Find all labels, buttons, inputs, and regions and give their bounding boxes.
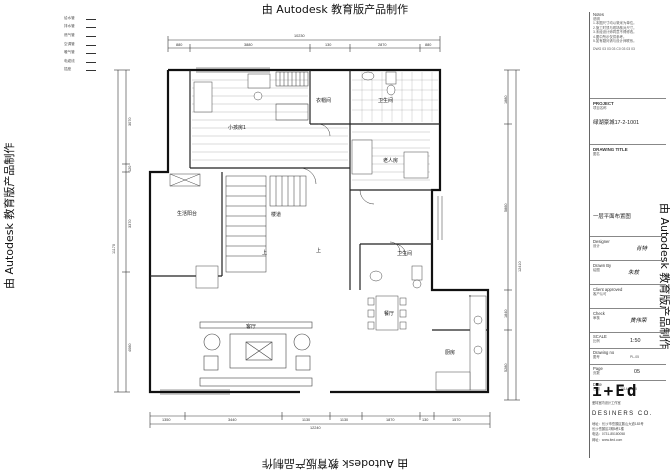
desk-icon bbox=[247, 73, 271, 89]
room-label-balcony: 生活阳台 bbox=[177, 211, 198, 217]
scale-section: SCALE 比例 bbox=[593, 334, 607, 343]
dim-bottom-seg: 1130 bbox=[340, 418, 349, 422]
project-name: 绿湖豪城17-2-1001 bbox=[593, 120, 640, 127]
legend-item: 电缆线 bbox=[64, 57, 114, 66]
room-label-cloakroom: 衣帽间 bbox=[316, 98, 332, 104]
room-label-dining: 餐厅 bbox=[384, 311, 395, 317]
title-block: Notes 说明 1.本图尺寸均以毫米为单位。 2.施工时须与现场核对尺寸。 3… bbox=[589, 12, 666, 458]
company-logo: i+Ed 爱特室内设计工作室 bbox=[592, 381, 639, 405]
pipe-legend: 给水管 排水管 燃气管 空调管 暖气管 电缆线 插座 bbox=[64, 14, 114, 74]
door-swing bbox=[393, 243, 407, 257]
dim-top-seg: 2870 bbox=[378, 43, 387, 47]
drawn-by-section: Drawn By 绘图 bbox=[593, 263, 612, 272]
dim-right-seg: 1880 bbox=[504, 95, 508, 104]
toilet-icon bbox=[385, 71, 397, 85]
dim-left-seg: 4060 bbox=[128, 343, 132, 352]
watermark-top: 由 Autodesk 教育版产品制作 bbox=[261, 3, 409, 16]
kitchen-counter bbox=[469, 295, 487, 391]
dim-bottom-seg: 1570 bbox=[452, 418, 461, 422]
exterior-wall bbox=[148, 70, 300, 394]
dim-bottom-seg: 3440 bbox=[228, 418, 237, 422]
armchair-icon bbox=[203, 333, 221, 351]
scale-value: 1:50 bbox=[630, 338, 641, 344]
dim-bottom-total: 12240 bbox=[310, 426, 321, 430]
drawing-no-section: Drawing no 图号 bbox=[593, 350, 615, 359]
company-name: DESINERS CO. bbox=[592, 411, 654, 417]
dim-top-seg: 880 bbox=[425, 43, 432, 47]
washing-machine-icon bbox=[195, 265, 219, 289]
room-label-elder-room: 老人房 bbox=[383, 158, 399, 164]
dim-top-seg: 880 bbox=[176, 43, 183, 47]
dim-right-total: 12410 bbox=[518, 261, 522, 272]
dim-left-seg: 3070 bbox=[128, 117, 132, 126]
tv-cabinet bbox=[199, 321, 313, 329]
legend-item: 空调管 bbox=[64, 40, 114, 49]
drawing-title: 一层平面布置图 bbox=[593, 214, 631, 221]
armchair-icon bbox=[293, 333, 311, 351]
date-value: 2014/04/15 bbox=[620, 387, 637, 391]
legend-item: 燃气管 bbox=[64, 31, 114, 40]
room-label-kitchen: 厨房 bbox=[445, 350, 456, 356]
room-label-bathroom-top: 卫生间 bbox=[378, 98, 394, 104]
dim-left-seg: 120 bbox=[128, 165, 132, 172]
dim-bottom-seg: 1130 bbox=[302, 418, 311, 422]
date-section: Date 日期 bbox=[593, 382, 602, 391]
sink-icon bbox=[361, 71, 375, 81]
designer-signature: 肖特 bbox=[636, 246, 648, 252]
check-signature: 黄伟荣 bbox=[630, 318, 647, 324]
stove-icon bbox=[473, 315, 483, 325]
legend-item: 插座 bbox=[64, 66, 114, 75]
stairs-up-label: 上 bbox=[262, 250, 268, 256]
wardrobe bbox=[403, 151, 429, 179]
bed-icon bbox=[351, 139, 373, 175]
wardrobe bbox=[275, 103, 309, 121]
room-label-kids-room: 小孩房1 bbox=[228, 125, 246, 131]
door-swing bbox=[299, 167, 317, 185]
stairs-up-label: 上 bbox=[316, 248, 322, 254]
legend-item: 排水管 bbox=[64, 23, 114, 32]
dim-left-total: 11170 bbox=[112, 244, 116, 254]
bed-icon bbox=[193, 81, 213, 113]
designer-section: Designer 设计 bbox=[593, 239, 610, 248]
dim-right-seg: 5280 bbox=[504, 363, 508, 372]
room-label-bathroom-mid: 卫生间 bbox=[397, 251, 413, 257]
project-section: PROJECT 项目名称 绿湖豪城17-2-1001 bbox=[593, 101, 665, 126]
toilet-icon bbox=[411, 265, 423, 281]
dim-bottom-seg: 1870 bbox=[386, 418, 395, 422]
dim-right-seg: 1840 bbox=[504, 309, 508, 318]
drawn-signature: 朱敖 bbox=[628, 270, 640, 276]
kitchen-counter bbox=[435, 371, 471, 391]
dim-top-seg: 3880 bbox=[244, 43, 253, 47]
dim-top-seg: 130 bbox=[325, 43, 332, 47]
door-swing bbox=[317, 123, 331, 137]
dim-left-seg: 3370 bbox=[128, 219, 132, 228]
door-swing bbox=[359, 189, 375, 205]
sofa-icon bbox=[199, 377, 313, 387]
legend-item: 给水管 bbox=[64, 14, 114, 23]
sink-icon bbox=[369, 270, 383, 282]
staircase bbox=[225, 175, 267, 273]
room-label-stairs: 楼道 bbox=[271, 212, 282, 218]
dim-right-seg: 5860 bbox=[504, 203, 508, 212]
exterior-wall bbox=[168, 68, 490, 394]
room-label-living: 客厅 bbox=[246, 324, 257, 330]
drawing-no-value: PL-05 bbox=[630, 355, 640, 359]
page-value: 05 bbox=[634, 369, 640, 375]
check-section: Check 审核 bbox=[593, 311, 605, 320]
drawing-title-section: DRAWING TITLE 图名 一层平面布置图 bbox=[593, 147, 665, 220]
client-section: Client approved 客户认可 bbox=[593, 287, 623, 296]
dim-bottom-seg: 1350 bbox=[162, 418, 171, 422]
dim-top-total: 10230 bbox=[294, 34, 305, 38]
dim-bottom-seg: 130 bbox=[422, 418, 429, 422]
dining-table bbox=[375, 295, 399, 331]
page-section: Page 页数 bbox=[593, 366, 603, 375]
company-address: 地址：长沙市岳麓区麓山大道183号 长沙岳麓区2期5栋1楼 电话：0731-85… bbox=[592, 422, 644, 442]
legend-item: 暖气管 bbox=[64, 48, 114, 57]
notes-section: Notes 说明 1.本图尺寸均以毫米为单位。 2.施工时须与现场核对尺寸。 3… bbox=[593, 12, 637, 52]
